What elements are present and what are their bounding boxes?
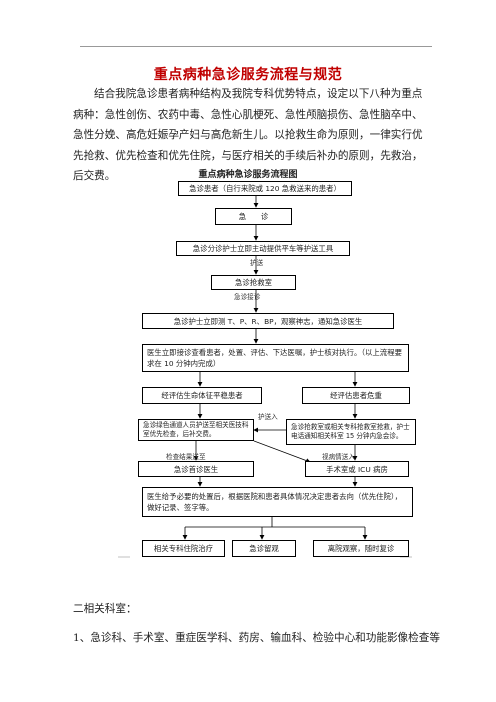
list-item: 1、急诊科、手术室、重症医学科、药房、输血科、检验中心和功能影像检查等 — [73, 632, 440, 644]
flow-box-patient: 急诊患者（自行来院或 120 急救送来的患者） — [178, 181, 352, 196]
flow-box-or-icu: 手术室或 ICU 病房 — [305, 461, 409, 477]
label-by-condition: 视病情送入 — [322, 453, 355, 461]
flow-box-admission: 相关专科住院治疗 — [142, 540, 225, 557]
flow-box-emergency: 急 诊 — [215, 208, 292, 225]
intro-paragraph: 结合我院急诊患者病种结构及我院专科优势特点，设定以下八种为重点病种：急性创伤、农… — [73, 84, 431, 187]
flow-box-critical: 经评估患者危重 — [302, 387, 410, 404]
flow-box-triage: 急诊分诊护士立即主动提供平车等护送工具 — [176, 241, 350, 256]
flow-box-doctor: 医生立即接诊查看患者，处置、评估、下达医嘱，护士核对执行。（以上流程要求在 10… — [142, 344, 409, 372]
flow-box-observation: 急诊留观 — [232, 540, 296, 557]
label-escort-in: 护送入 — [258, 413, 278, 421]
flow-box-green-channel: 急诊绿色通道人员护送至相关医技科室优先检查，后补交费。 — [138, 419, 254, 441]
flowchart-title: 重点病种急诊服务流程图 — [198, 170, 298, 180]
page-title: 重点病种急诊服务流程与规范 — [153, 67, 343, 83]
flow-box-resus-room: 急诊抢救室 — [211, 275, 296, 290]
flow-box-nurse-vitals: 急诊护士立即测 T、P、R、BP，观察神志，通知急诊医生 — [142, 313, 394, 329]
intro-text: 结合我院急诊患者病种结构及我院专科优势特点，设定以下八种为重点病种：急性创伤、农… — [73, 88, 423, 182]
flow-box-rescue: 急诊抢救室或相关专科抢救室抢救，护士电话通知相关科室 15 分钟内急会诊。 — [286, 419, 416, 445]
label-reception: 急诊接诊 — [234, 293, 261, 301]
section-heading: 二相关科室： — [73, 603, 137, 615]
flow-box-first-doctor: 急诊首诊医生 — [138, 461, 254, 477]
flow-box-discharge: 离院观察，随时复诊 — [313, 540, 409, 557]
label-results-to: 检查结果送至 — [166, 453, 206, 461]
header-rule — [80, 46, 432, 47]
flow-box-stable: 经评估生命体征平稳患者 — [142, 387, 262, 404]
label-escort: 护送 — [250, 259, 264, 267]
flow-box-disposition: 医生给予必要的处置后，根据医院和患者具体情况决定患者去向（优先住院），做好记录、… — [142, 487, 413, 517]
